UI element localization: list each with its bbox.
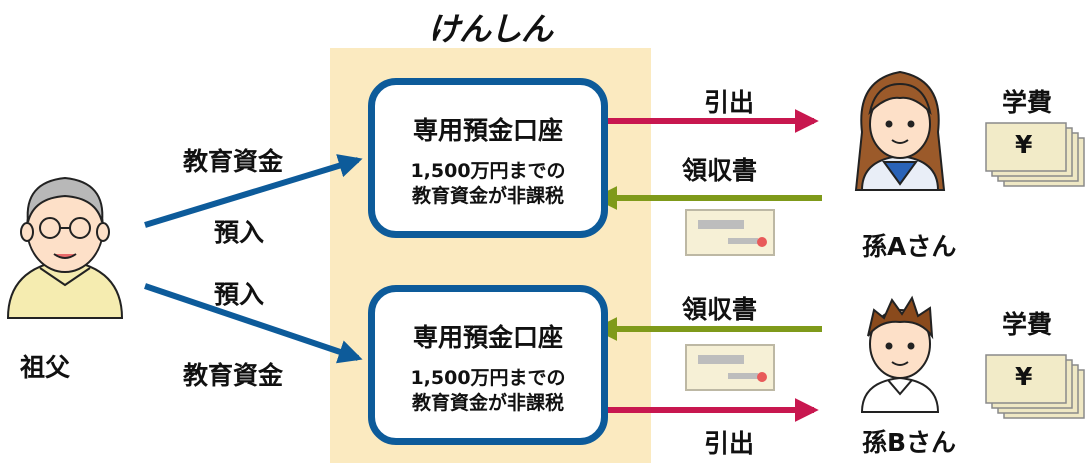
tuition-bills-b — [985, 354, 1085, 419]
fund-label-bottom: 教育資金 — [183, 361, 284, 390]
account-note-line1: 1,500万円までの — [410, 367, 566, 389]
account-title: 専用預金口座 — [412, 116, 563, 145]
account-note: 1,500万円までの 教育資金が非課税 — [375, 366, 601, 416]
yen-icon: ¥ — [1015, 362, 1033, 391]
bank-logo: けんしん — [427, 10, 553, 48]
tuition-label-b: 学費 — [1002, 310, 1053, 339]
account-note: 1,500万円までの 教育資金が非課税 — [375, 159, 601, 209]
tuition-bills-a — [985, 122, 1085, 187]
account-note-line2: 教育資金が非課税 — [411, 392, 564, 414]
grandchild-a-icon — [854, 70, 946, 191]
tuition-label-a: 学費 — [1002, 88, 1053, 117]
account-note-line1: 1,500万円までの — [410, 160, 566, 182]
grandfather-icon — [6, 176, 124, 319]
account-note-line2: 教育資金が非課税 — [411, 185, 564, 207]
receipt-label-a: 領収書 — [682, 156, 758, 185]
deposit-label-top: 預入 — [214, 218, 265, 247]
grandchild-b-name: 孫Bさん — [862, 428, 957, 457]
receipt-card-a — [685, 209, 775, 256]
grandchild-b-icon — [860, 295, 940, 413]
withdraw-label-a: 引出 — [704, 88, 755, 117]
yen-icon: ¥ — [1015, 130, 1033, 159]
withdraw-label-b: 引出 — [704, 429, 755, 458]
grandfather-label: 祖父 — [20, 353, 71, 382]
deposit-arrow-top — [144, 154, 363, 228]
receipt-label-b: 領収書 — [682, 295, 758, 324]
receipt-card-b — [685, 344, 775, 391]
account-title: 専用預金口座 — [412, 323, 563, 352]
fund-label-top: 教育資金 — [183, 147, 284, 176]
account-box-b: 専用預金口座 1,500万円までの 教育資金が非課税 — [368, 285, 608, 445]
deposit-label-bottom: 預入 — [214, 280, 265, 309]
account-box-a: 専用預金口座 1,500万円までの 教育資金が非課税 — [368, 78, 608, 238]
deposit-arrow-bottom — [144, 283, 363, 364]
grandchild-a-name: 孫Aさん — [862, 232, 957, 261]
